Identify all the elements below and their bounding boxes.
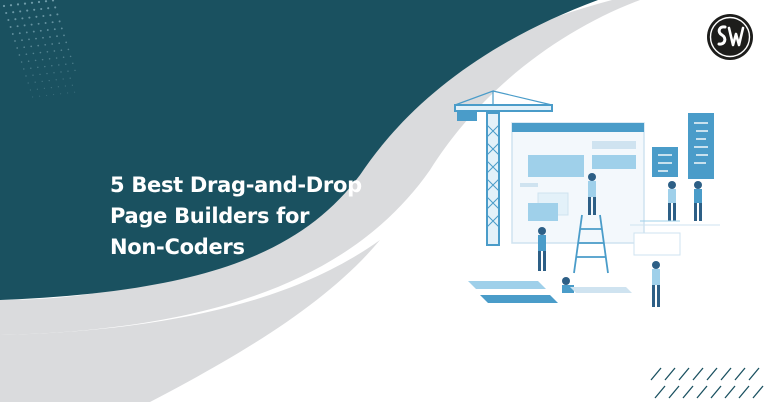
website-construction-illustration: [454, 90, 720, 307]
sw-monogram-logo: [707, 14, 753, 60]
code-panel-right: [688, 113, 714, 179]
slash-pattern: [650, 367, 764, 399]
headline-line-1: 5 Best Drag-and-Drop: [110, 173, 362, 197]
browser-window: [511, 122, 645, 244]
gray-arc-bottom: [0, 240, 380, 402]
crane: [454, 90, 553, 246]
workers: [538, 173, 702, 307]
headline: 5 Best Drag-and-Drop Page Builders for N…: [110, 170, 410, 263]
code-panel-mid: [652, 147, 678, 177]
teal-wave: [0, 0, 598, 300]
floating-panel-text: [633, 232, 681, 256]
headline-line-3: Non-Coders: [110, 235, 245, 259]
ladder: [573, 214, 609, 274]
headline-line-2: Page Builders for: [110, 204, 310, 228]
floor-panels: [468, 220, 720, 303]
floating-panel-left: [528, 203, 558, 221]
gray-swoosh: [0, 0, 640, 335]
dot-pattern: [2, 0, 76, 98]
